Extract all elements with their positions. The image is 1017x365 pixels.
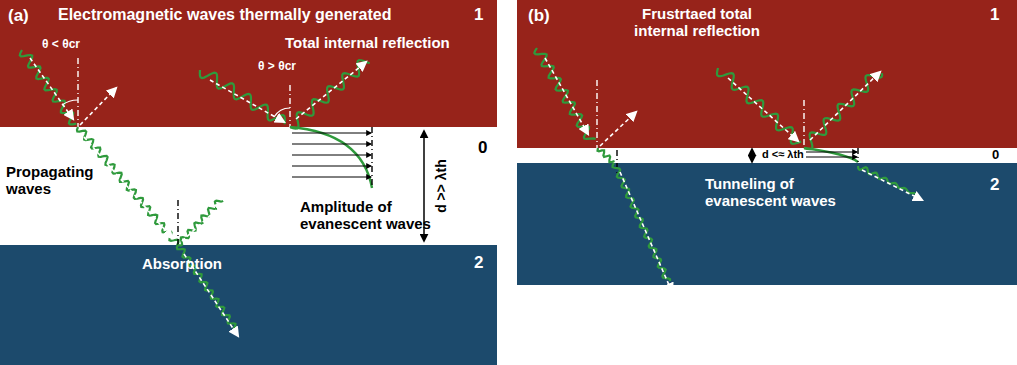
wave <box>613 163 670 281</box>
medium-number: 0 <box>478 138 487 158</box>
panel-letter: (a) <box>8 6 29 26</box>
normal-line <box>857 148 858 162</box>
ray-arrow <box>84 137 172 238</box>
evanescent-amplitude <box>290 127 372 188</box>
medium-2-band <box>0 245 497 365</box>
medium-1-band: (b) Frustrtaed total internal reflection 1 <box>517 0 1017 148</box>
normal-line <box>289 85 290 127</box>
wave-label: Amplitude of evanescent waves <box>300 198 440 233</box>
wave <box>200 70 285 124</box>
ray-arrow <box>182 203 224 241</box>
medium-2-band <box>517 163 1017 285</box>
medium-number: 1 <box>474 5 483 25</box>
wave <box>598 148 615 162</box>
process-label: Tunneling of evanescent waves <box>705 175 855 210</box>
normal-line <box>371 127 372 188</box>
ray-arrow <box>862 170 922 200</box>
wave <box>717 68 801 144</box>
angle-arc <box>274 108 290 117</box>
gap-dimension: d >> λth <box>433 159 449 213</box>
angle-arc <box>62 100 78 105</box>
ray-arrow <box>210 80 284 122</box>
wave <box>77 127 179 246</box>
ray-arrow <box>810 72 880 140</box>
medium-number: 0 <box>992 148 999 163</box>
panel-title: Frustrtaed total internal reflection <box>627 5 767 40</box>
amplitude-arrow <box>292 133 371 134</box>
normal-line <box>77 58 78 127</box>
process-label: Total internal reflection <box>285 34 450 51</box>
medium-number: 1 <box>990 5 999 25</box>
medium-2-band: Absorption 2 <box>0 245 497 365</box>
ray-arrow <box>618 151 632 161</box>
medium-2-band: Tunneling of evanescent waves 2 <box>517 163 1017 285</box>
amplitude-arrow <box>292 166 371 167</box>
wave <box>178 201 223 246</box>
ray-arrow <box>620 172 672 292</box>
wave <box>858 166 917 196</box>
dimension-arrow <box>751 149 753 162</box>
amplitude-arrow <box>806 157 857 158</box>
ray-arrow <box>80 88 116 125</box>
angle-label: θ < θcr <box>42 38 80 52</box>
evanescent-amplitude <box>804 148 858 162</box>
wave <box>804 73 882 149</box>
normal-line <box>616 150 617 176</box>
medium-1-band <box>0 0 497 127</box>
amplitude-arrow <box>292 155 371 156</box>
wave <box>534 48 595 139</box>
wave-label: Propagating waves <box>6 163 111 198</box>
ray-arrow <box>728 78 798 141</box>
medium-1-band: (a) Electromagnetic waves thermally gener… <box>0 0 497 127</box>
ray-arrow <box>296 62 366 119</box>
ray-arrow <box>600 112 636 146</box>
amplitude-arrow <box>292 144 371 145</box>
ray-arrow <box>545 58 588 134</box>
medium-number: 2 <box>990 175 999 195</box>
wave <box>20 50 77 124</box>
medium-1-band <box>517 0 1017 148</box>
gap-dimension: d <≈ λth <box>762 148 804 161</box>
panel-letter: (b) <box>528 6 550 26</box>
normal-line <box>803 100 804 148</box>
normal-line <box>596 80 597 148</box>
wave <box>290 60 370 129</box>
panel-title: Electromagnetic waves thermally generate… <box>58 6 391 24</box>
amplitude-arrow <box>292 177 371 178</box>
normal-line <box>177 200 178 245</box>
process-label: Absorption <box>142 255 222 272</box>
amplitude-arrow <box>806 152 857 153</box>
medium-number: 2 <box>474 253 483 273</box>
angle-label: θ > θcr <box>258 60 296 74</box>
ray-arrow <box>30 58 73 119</box>
